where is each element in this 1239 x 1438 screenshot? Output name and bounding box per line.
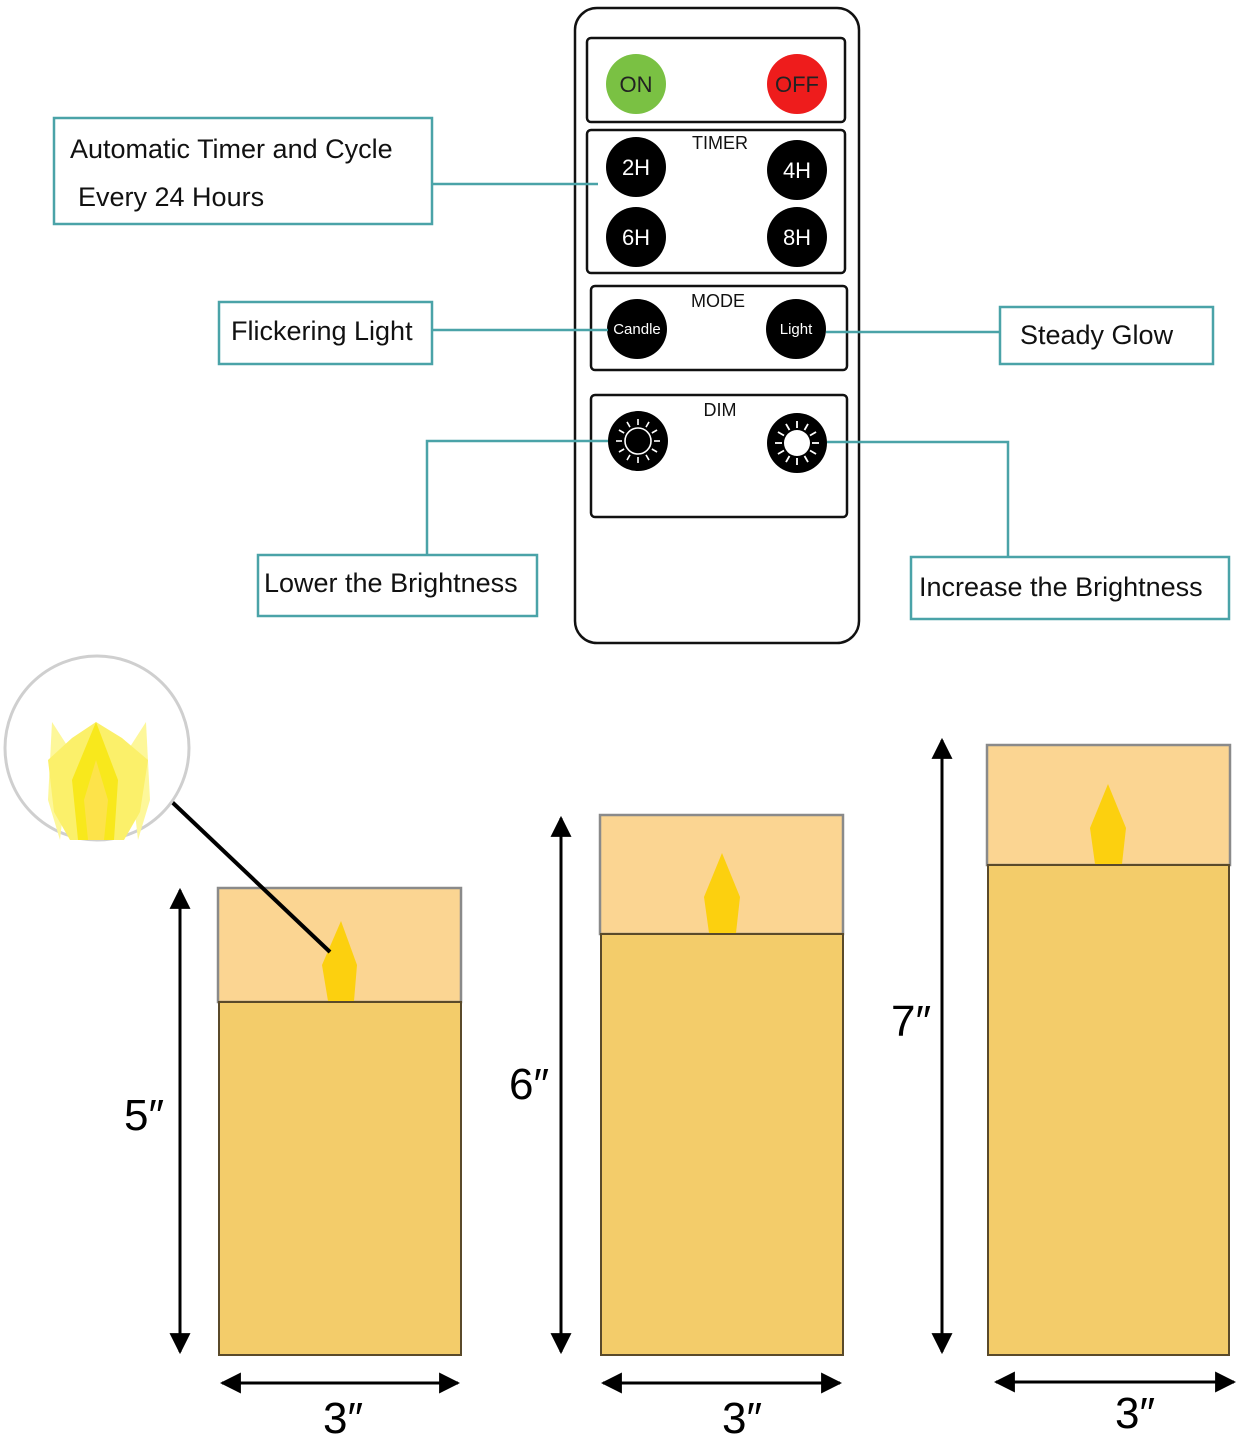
dim-down-button[interactable] — [608, 411, 668, 471]
timer-title: TIMER — [692, 133, 748, 153]
lower-callout-text: Lower the Brightness — [264, 568, 518, 598]
sun-ray — [777, 449, 785, 455]
increase-callout-box — [909, 555, 1231, 621]
light-mode-button[interactable]: Light — [766, 299, 826, 359]
sun-ray — [777, 431, 785, 437]
steady-callout-text: Steady Glow — [1020, 320, 1174, 350]
increase-callout-text: Increase the Brightness — [919, 572, 1203, 602]
candle-6in: 6″ 3″ — [509, 813, 845, 1438]
flame-icon — [322, 921, 357, 1001]
timer-8h-button[interactable]: 8H — [767, 207, 827, 267]
sun-ray — [785, 423, 791, 431]
timer-4h-label: 4H — [783, 158, 811, 183]
sun-ray — [645, 454, 650, 461]
remote-control: ON OFF TIMER 2H 4H 6H — [573, 6, 861, 645]
on-button-label: ON — [620, 72, 653, 97]
sun-ray — [803, 423, 809, 431]
steady-callout-box — [998, 305, 1215, 366]
sun-ray — [809, 431, 817, 437]
dim-down-sun-icon — [616, 419, 660, 463]
timer-callout-box — [52, 116, 434, 226]
dim-title: DIM — [704, 400, 737, 420]
height-label: 7″ — [891, 997, 931, 1046]
zoomed-flame-icon — [48, 722, 150, 840]
dim-up-sun-icon — [775, 421, 819, 465]
candle-7in: 7″ 3″ — [891, 737, 1237, 1438]
flicker-callout-box — [217, 300, 434, 366]
timer-8h-label: 8H — [783, 225, 811, 250]
width-label: 3″ — [1115, 1389, 1155, 1438]
sun-ray — [618, 429, 625, 434]
dim-up-button[interactable] — [767, 413, 827, 473]
callout-texts: Automatic Timer and Cycle Every 24 Hours… — [70, 134, 1203, 602]
light-mode-label: Light — [780, 321, 813, 338]
mode-section: MODE Candle Light — [589, 284, 849, 372]
candle-5in: 5″ 3″ — [124, 886, 463, 1438]
candle-mode-label: Candle — [613, 321, 661, 338]
timer-6h-label: 6H — [622, 225, 650, 250]
power-section: ON OFF — [585, 36, 847, 124]
off-button[interactable]: OFF — [767, 54, 827, 114]
sun-ray — [618, 448, 625, 453]
on-button[interactable]: ON — [606, 54, 666, 114]
height-label: 6″ — [509, 1060, 549, 1109]
timer-6h-button[interactable]: 6H — [606, 207, 666, 267]
lower-connector-line — [425, 439, 608, 555]
zoom-pointer-line — [170, 800, 332, 954]
width-label: 3″ — [323, 1394, 363, 1438]
flame-zoom-magnifier — [3, 654, 332, 954]
sun-ray — [651, 429, 658, 434]
dim-section: DIM — [589, 393, 849, 519]
timer-2h-button[interactable]: 2H — [606, 137, 666, 197]
mode-title: MODE — [691, 291, 745, 311]
timer-callout-line2: Every 24 Hours — [78, 182, 264, 212]
sun-ray — [626, 454, 631, 461]
callouts — [52, 116, 1231, 621]
timer-callout-line1: Automatic Timer and Cycle — [70, 134, 393, 164]
increase-connector-line — [827, 440, 1010, 557]
flame-icon — [704, 853, 740, 933]
sun-ray — [651, 448, 658, 453]
off-button-label: OFF — [775, 72, 819, 97]
candle-body — [987, 864, 1230, 1356]
sun-ray — [809, 449, 817, 455]
sun-ray — [785, 455, 791, 463]
lower-callout-box — [256, 553, 539, 618]
flicker-callout-text: Flickering Light — [231, 316, 413, 346]
candle-mode-button[interactable]: Candle — [607, 299, 667, 359]
timer-2h-label: 2H — [622, 155, 650, 180]
candle-body — [600, 933, 844, 1356]
sun-ray — [645, 421, 650, 428]
timer-4h-button[interactable]: 4H — [767, 140, 827, 200]
sun-ray — [803, 455, 809, 463]
candle-body — [218, 1001, 462, 1356]
height-label: 5″ — [124, 1091, 164, 1140]
sun-ray — [626, 421, 631, 428]
timer-section: TIMER 2H 4H 6H 8H — [585, 128, 847, 275]
flame-icon — [1090, 784, 1126, 864]
width-label: 3″ — [722, 1394, 762, 1438]
